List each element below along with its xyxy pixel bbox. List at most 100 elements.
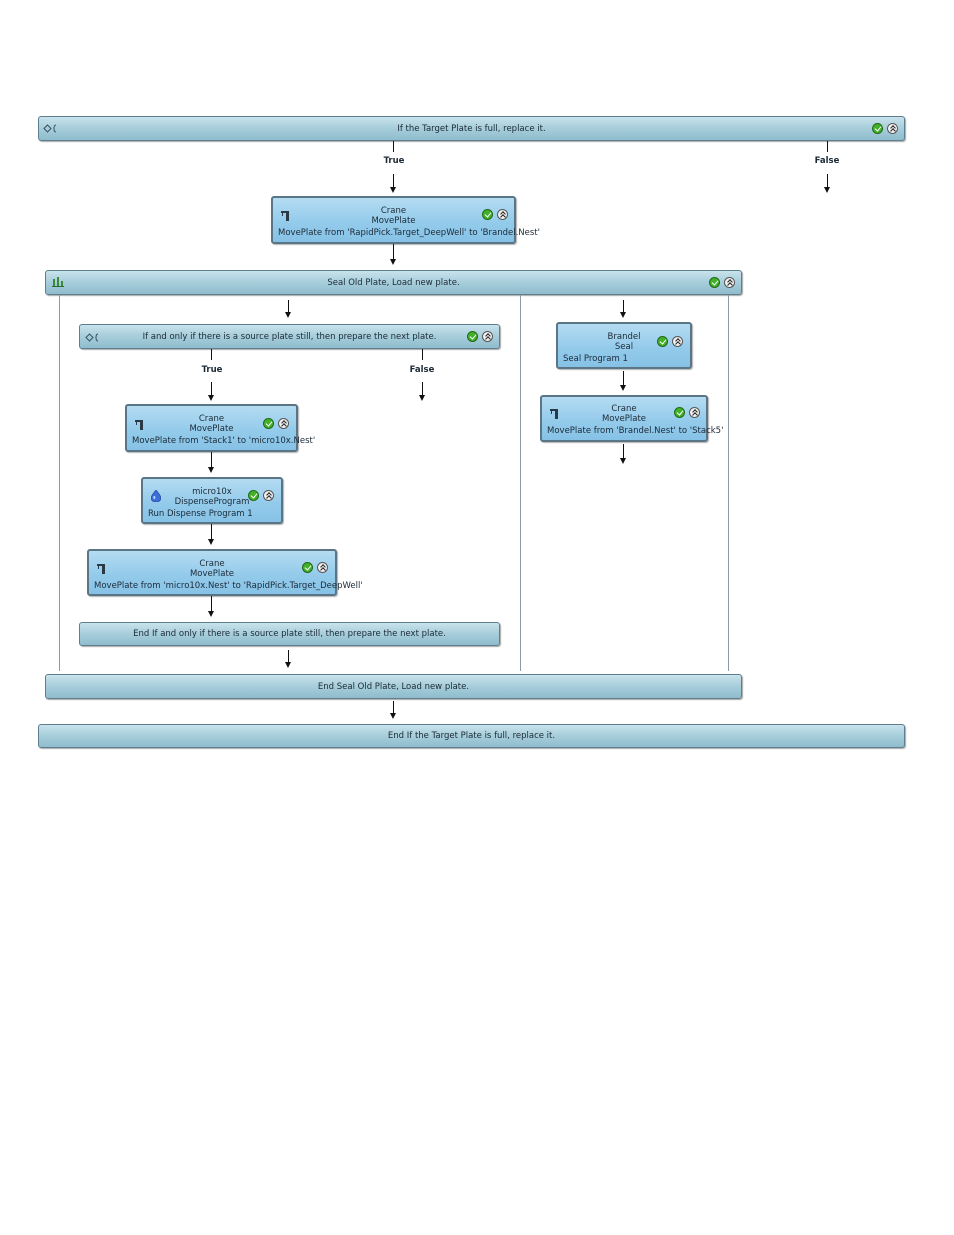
connector-line [393,141,394,152]
connector-line [288,650,289,663]
task-device-label: Brandel [607,332,641,342]
task-crane-moveplate-target-to-brandel[interactable]: Crane MovePlate MovePlate from 'RapidPic… [271,196,540,244]
task-description: Run Dispense Program 1 [148,509,253,519]
lane-divider [520,295,521,671]
double-chevron-up-icon[interactable] [263,490,274,501]
parallel-seal-load-block[interactable]: Seal Old Plate, Load new plate. [45,270,742,295]
crane-device-icon [97,564,105,574]
end-if-label: End If the Target Plate is full, replace… [387,731,556,741]
double-chevron-up-icon[interactable] [497,209,508,220]
arrow-down-icon [419,395,425,401]
arrow-down-icon [390,187,396,193]
connector-line [393,174,394,187]
task-description: MovePlate from 'RapidPick.Target_DeepWel… [278,228,540,238]
if-condition-icon [85,333,99,342]
connector-line [422,382,423,395]
connector-line [211,349,212,360]
water-drop-icon [151,490,161,502]
check-ok-icon [872,123,883,134]
arrow-down-icon [285,312,291,318]
arrow-down-icon [390,259,396,265]
end-if-source-plate-block[interactable]: End If and only if there is a source pla… [79,622,500,646]
double-chevron-up-icon[interactable] [724,277,735,288]
arrow-down-icon [208,611,214,617]
task-command-label: DispenseProgram [174,497,250,507]
task-brandel-seal[interactable]: Brandel Seal Seal Program 1 [556,322,692,369]
arrow-down-icon [390,713,396,719]
arrow-down-icon [620,312,626,318]
task-command-label: MovePlate [189,424,234,434]
check-ok-icon [302,562,313,573]
if-target-plate-full-block[interactable]: If the Target Plate is full, replace it. [38,116,905,141]
check-ok-icon [657,336,668,347]
connector-line [393,701,394,714]
task-command-label: MovePlate [189,569,235,579]
end-parallel-label: End Seal Old Plate, Load new plate. [317,681,470,692]
check-ok-icon [248,490,259,501]
connector-line [623,300,624,313]
end-parallel-block[interactable]: End Seal Old Plate, Load new plate. [45,674,742,699]
double-chevron-up-icon[interactable] [317,562,328,573]
arrow-down-icon [285,662,291,668]
task-command-label: MovePlate [371,216,416,226]
if-condition-icon [43,124,57,133]
crane-device-icon [135,420,143,430]
if-source-plate-block[interactable]: If and only if there is a source plate s… [79,324,500,349]
end-if-target-plate-block[interactable]: End If the Target Plate is full, replace… [38,724,905,748]
connector-line [623,444,624,459]
false-branch-label: False [814,156,840,166]
check-ok-icon [674,407,685,418]
task-device-label: micro10x [192,487,232,497]
lane-border-left [59,295,60,671]
check-ok-icon [467,331,478,342]
connector-line [211,596,212,612]
connector-line [393,244,394,260]
double-chevron-up-icon[interactable] [482,331,493,342]
if-condition-label: If the Target Plate is full, replace it. [397,123,546,134]
task-description: MovePlate from 'Stack1' to 'micro10x.Nes… [132,436,316,446]
task-device-label: Crane [380,206,407,216]
double-chevron-up-icon[interactable] [672,336,683,347]
crane-device-icon [281,211,289,221]
lane-border-right [728,295,729,671]
check-ok-icon [263,418,274,429]
arrow-down-icon [620,458,626,464]
end-if-label: End If and only if there is a source pla… [133,629,446,639]
task-description: MovePlate from 'Brandel.Nest' to 'Stack5… [547,426,724,436]
task-crane-moveplate-stack1-to-micro10x[interactable]: Crane MovePlate MovePlate from 'Stack1' … [125,404,315,452]
true-branch-label: True [201,365,223,375]
connector-line [211,524,212,540]
task-crane-moveplate-micro10x-to-target[interactable]: Crane MovePlate MovePlate from 'micro10x… [87,549,363,596]
false-branch-label: False [409,365,435,375]
arrow-down-icon [208,539,214,545]
double-chevron-up-icon[interactable] [278,418,289,429]
double-chevron-up-icon[interactable] [689,407,700,418]
task-command-label: MovePlate [601,414,647,424]
crane-device-icon [550,409,558,419]
task-description: MovePlate from 'micro10x.Nest' to 'Rapid… [94,581,363,591]
check-ok-icon [482,209,493,220]
connector-line [827,174,828,187]
task-description: Seal Program 1 [563,354,628,364]
task-device-label: Crane [611,404,637,414]
task-command-label: Seal [614,342,634,352]
connector-line [288,300,289,313]
connector-line [827,141,828,152]
parallel-branch-icon [52,277,64,287]
task-crane-moveplate-brandel-to-stack5[interactable]: Crane MovePlate MovePlate from 'Brandel.… [540,395,723,442]
connector-line [422,349,423,360]
arrow-down-icon [824,187,830,193]
connector-line [211,452,212,468]
task-device-label: Crane [199,559,225,569]
connector-line [211,382,212,395]
task-micro10x-dispenseprogram[interactable]: micro10x DispenseProgram Run Dispense Pr… [141,477,283,524]
double-chevron-up-icon[interactable] [887,123,898,134]
arrow-down-icon [620,385,626,391]
parallel-label: Seal Old Plate, Load new plate. [327,277,460,288]
true-branch-label: True [383,156,405,166]
arrow-down-icon [208,395,214,401]
check-ok-icon [709,277,720,288]
connector-line [623,371,624,386]
arrow-down-icon [208,467,214,473]
if-condition-label: If and only if there is a source plate s… [142,331,437,342]
